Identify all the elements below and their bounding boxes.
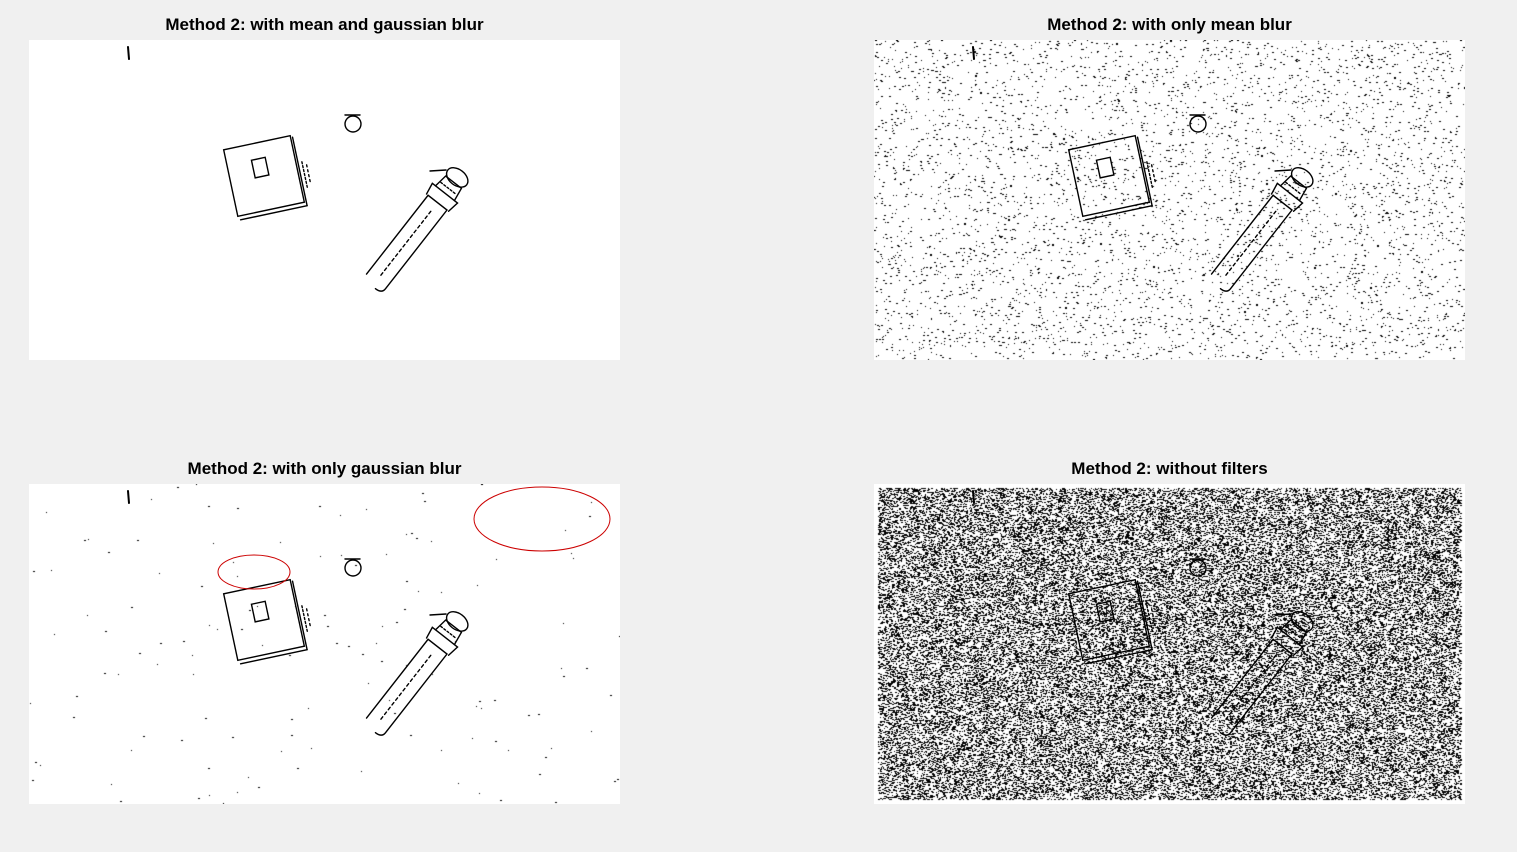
image-panel-mean-only [874, 40, 1465, 360]
panel-title-gaussian-only: Method 2: with only gaussian blur [187, 459, 462, 478]
book-edge [1067, 134, 1157, 221]
edge-drawing [127, 46, 469, 292]
bottle-edge [365, 611, 469, 736]
bottle-edge [1210, 167, 1314, 292]
book-edge [222, 134, 312, 221]
pin-edge [972, 46, 975, 60]
book-edge [1067, 578, 1157, 665]
noise-layer [874, 484, 1465, 804]
pin-edge [127, 490, 130, 504]
edge-drawing [972, 490, 1314, 736]
image-panel-mean-gaussian [29, 40, 620, 360]
edge-drawing [127, 486, 611, 736]
annotation-ellipse-right [473, 486, 611, 552]
ring-edge [344, 115, 362, 133]
pin-edge [127, 46, 130, 60]
image-panel-gaussian-only [29, 484, 620, 804]
bottle-edge [365, 167, 469, 292]
bottle-edge [1210, 611, 1314, 736]
book-edge [222, 578, 312, 665]
noise-layer [29, 484, 620, 804]
panel-title-mean-gaussian: Method 2: with mean and gaussian blur [165, 15, 484, 34]
image-panel-without-filters [874, 484, 1465, 804]
ring-edge [1189, 559, 1207, 577]
ring-edge [1189, 115, 1207, 133]
panel-title-mean-only: Method 2: with only mean blur [1047, 15, 1292, 34]
noise-layer [874, 40, 1465, 360]
annotation-ellipse-left [217, 554, 291, 590]
pin-edge [972, 490, 975, 504]
panel-title-without-filters: Method 2: without filters [1071, 459, 1268, 478]
edge-drawing [972, 46, 1314, 292]
ring-edge [344, 559, 362, 577]
